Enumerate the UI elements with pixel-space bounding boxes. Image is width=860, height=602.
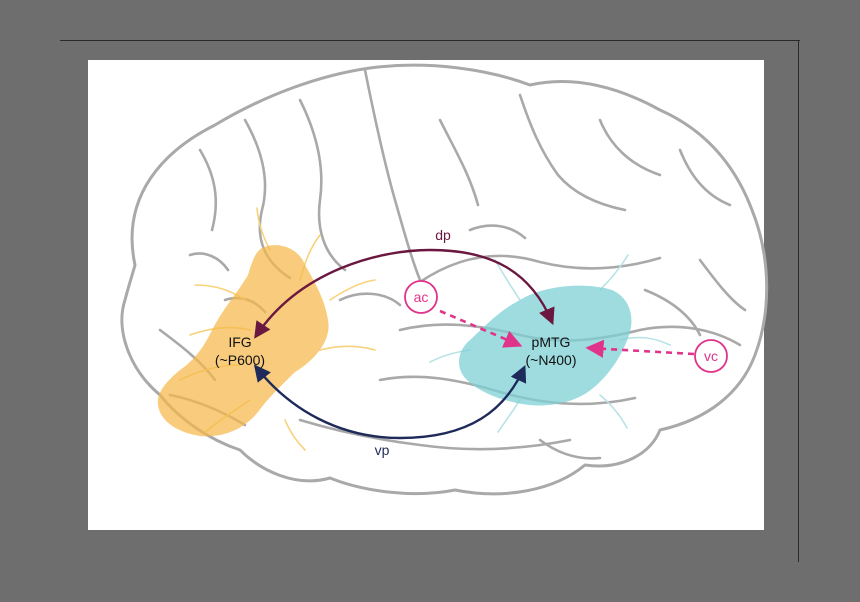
pmtg-sublabel: (~N400) (526, 352, 577, 368)
pmtg-label: pMTG (532, 334, 571, 350)
ifg-label: IFG (228, 334, 251, 350)
ventral-pathway-label: vp (375, 442, 390, 458)
ifg-region (157, 245, 329, 437)
auditory-input-arrow (439, 309, 523, 348)
auditory-input-label: ac (414, 289, 429, 305)
ifg-sublabel: (~P600) (215, 352, 265, 368)
visual-input-node (694, 339, 728, 373)
dorsal-pathway-arrow (254, 248, 555, 339)
auditory-input-node (404, 280, 438, 314)
visual-input-label: vc (704, 348, 718, 364)
brain-outline (120, 63, 769, 496)
frame-top-border (60, 40, 800, 41)
frame-right-border (798, 40, 799, 562)
ventral-pathway-arrow (253, 364, 527, 440)
dorsal-pathway-label: dp (435, 227, 451, 243)
